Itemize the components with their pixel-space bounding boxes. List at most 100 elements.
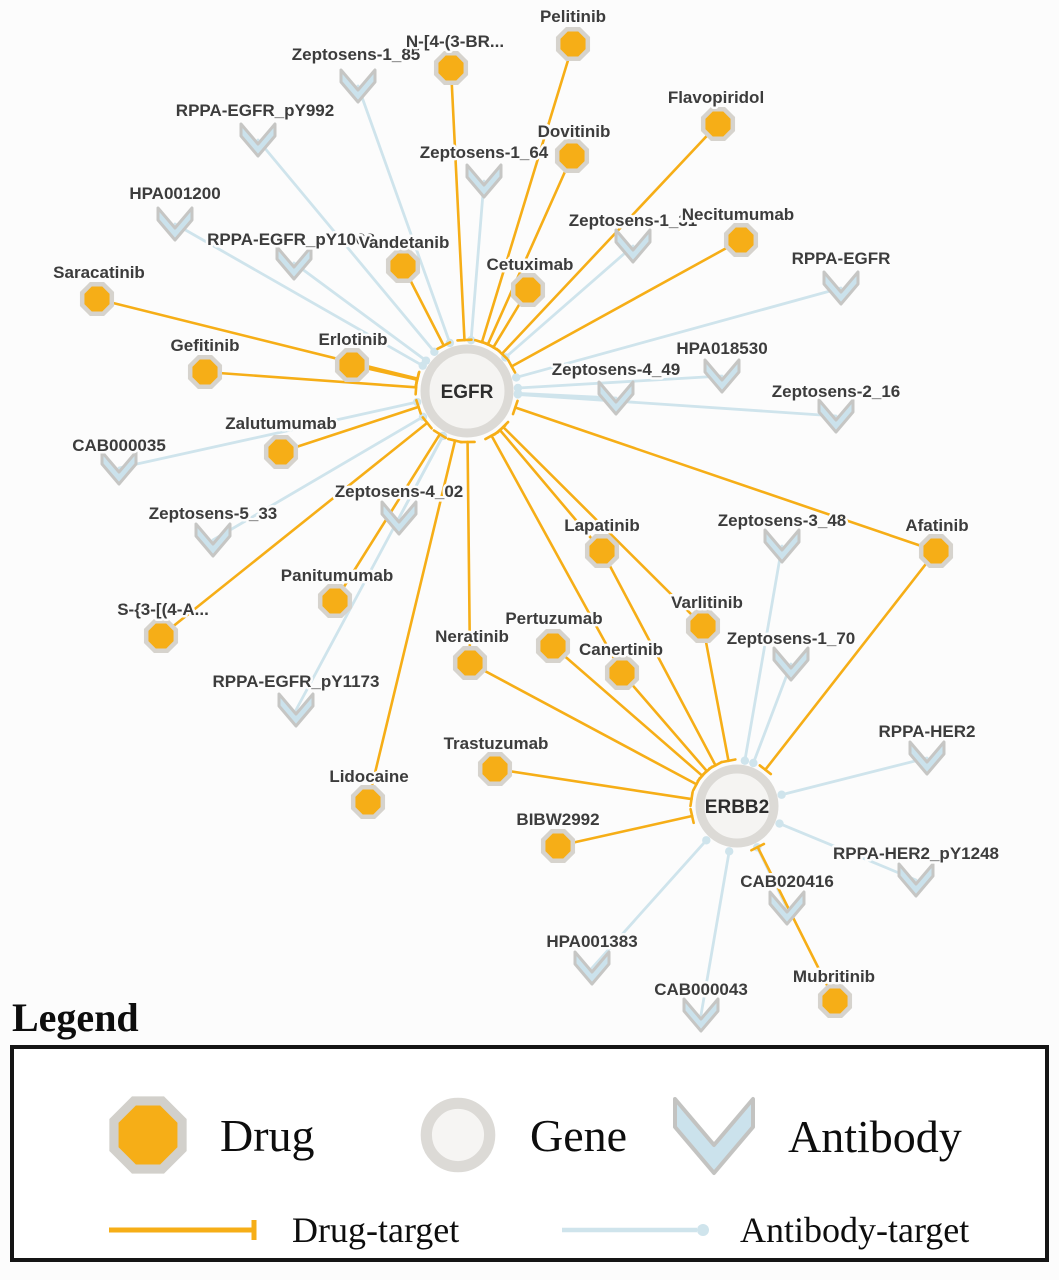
legend-label-drug: Drug [220, 1109, 315, 1161]
antibody-label-zeptosens-4-02: Zeptosens-4_02 [335, 482, 464, 501]
drug-node-trastuzumab[interactable] [477, 751, 513, 787]
antibody-label-hpa018530: HPA018530 [676, 339, 767, 358]
antibody-node-rppa-her2[interactable] [908, 740, 946, 776]
edges-layer [95, 42, 938, 1017]
drug-target-edge [490, 434, 624, 675]
antibody-label-zeptosens-5-33: Zeptosens-5_33 [149, 504, 278, 523]
antibody-node-hpa018530[interactable] [703, 358, 741, 394]
antibody-label-cab000035: CAB000035 [72, 436, 166, 455]
drug-label-pelitinib: Pelitinib [540, 7, 606, 26]
drug-node-bibw2992[interactable] [540, 828, 576, 864]
antibody-label-hpa001383: HPA001383 [546, 932, 637, 951]
antibody-target-edge-icon [562, 1224, 709, 1236]
antibody-label-rppa-egfr-py1068: RPPA-EGFR_pY1068 [207, 230, 375, 249]
antibody-target-edge [292, 261, 428, 363]
antibody-node-zeptosens-5-33[interactable] [194, 522, 232, 558]
antibody-edge-endpoint [775, 819, 784, 828]
drug-node-lidocaine[interactable] [350, 784, 386, 820]
antibody-node-zeptosens-1-31[interactable] [614, 228, 652, 264]
drug-node-cetuximab[interactable] [510, 272, 546, 308]
drug-node-varlitinib[interactable] [685, 608, 721, 644]
drug-label-neratinib: Neratinib [435, 627, 509, 646]
gene-node-egfr[interactable] [420, 344, 514, 438]
drug-node-pertuzumab[interactable] [535, 628, 571, 664]
drug-label-trastuzumab: Trastuzumab [444, 734, 549, 753]
antibody-node-rppa-egfr-py1068[interactable] [275, 245, 313, 281]
drug-node-dovitinib[interactable] [554, 138, 590, 174]
drug-node-erlotinib[interactable] [334, 347, 370, 383]
antibody-node-rppa-egfr[interactable] [822, 270, 860, 306]
drug-target-edge [510, 238, 743, 368]
antibody-node-hpa001383[interactable] [573, 950, 611, 986]
antibody-node-zeptosens-1-85[interactable] [339, 68, 377, 104]
antibody-node-zeptosens-4-49[interactable] [597, 380, 635, 416]
drug-edge-tee [696, 769, 709, 783]
antibody-edge-endpoint [513, 390, 523, 399]
drug-node-saracatinib[interactable] [79, 281, 115, 317]
antibody-node-zeptosens-2-16[interactable] [817, 398, 855, 434]
drug-target-edge [556, 814, 694, 848]
antibody-edge-endpoint [511, 373, 521, 382]
antibody-label-zeptosens-2-16: Zeptosens-2_16 [772, 382, 901, 401]
antibody-node-zeptosens-1-70[interactable] [772, 646, 810, 682]
antibody-target-edge [778, 822, 918, 882]
gene-node-icon [420, 1097, 496, 1173]
drug-target-edge [468, 661, 698, 786]
antibody-node-rppa-egfr-py1173[interactable] [277, 692, 315, 728]
drug-label-s-3-4-a: S-{3-[(4-A... [117, 600, 209, 619]
drug-label-vandetanib: Vandetanib [359, 233, 450, 252]
gene-label-egfr: EGFR [441, 382, 494, 403]
antibody-target-edge [751, 662, 793, 765]
drug-node-canertinib[interactable] [604, 655, 640, 691]
antibody-label-rppa-egfr: RPPA-EGFR [792, 249, 891, 268]
drug-node-panitumumab[interactable] [317, 583, 353, 619]
drug-node-mubritinib[interactable] [817, 983, 853, 1019]
drug-target-edge [501, 425, 705, 628]
antibody-node-rppa-her2-py1248[interactable] [897, 862, 935, 898]
drug-node-n-4-3-br[interactable] [433, 50, 469, 86]
drug-target-edge [551, 644, 704, 778]
drug-node-pelitinib[interactable] [555, 26, 591, 62]
drug-node-flavopiridol[interactable] [700, 106, 736, 142]
drug-node-zalutumumab[interactable] [263, 434, 299, 470]
antibody-node-rppa-egfr-py992[interactable] [239, 122, 277, 158]
labels-layer: Zeptosens-1_85RPPA-EGFR_pY992HPA001200RP… [51, 5, 1002, 1002]
drug-node-icon [109, 1096, 187, 1174]
drug-label-pertuzumab: Pertuzumab [505, 609, 602, 628]
drug-node-vandetanib[interactable] [385, 248, 421, 284]
drug-edge-tee [414, 371, 421, 388]
antibody-target-edge [117, 400, 419, 470]
nodes-layer [79, 26, 954, 1033]
antibody-node-cab020416[interactable] [768, 890, 806, 926]
gene-label-erbb2: ERBB2 [705, 797, 769, 818]
drug-node-gefitinib[interactable] [187, 354, 223, 390]
drug-node-afatinib[interactable] [918, 533, 954, 569]
legend-item-gene: Gene [412, 1089, 627, 1181]
antibody-node-zeptosens-4-02[interactable] [380, 500, 418, 536]
drug-node-necitumumab[interactable] [723, 222, 759, 258]
drug-target-edge [498, 428, 604, 553]
antibody-label-zeptosens-1-31: Zeptosens-1_31 [569, 211, 698, 230]
antibody-node-hpa001200[interactable] [156, 206, 194, 242]
drug-node-lapatinib[interactable] [584, 533, 620, 569]
drug-label-varlitinib: Varlitinib [671, 593, 743, 612]
drug-edge-tee [511, 399, 519, 416]
antibody-target-edge [356, 84, 452, 345]
legend-title: Legend [12, 995, 139, 1040]
antibody-edge-endpoint [421, 356, 431, 365]
gene-node-erbb2[interactable] [695, 764, 779, 848]
antibody-label-zeptosens-4-49: Zeptosens-4_49 [552, 360, 681, 379]
antibody-node-cab000043[interactable] [682, 997, 720, 1033]
antibody-edge-endpoint [740, 756, 750, 765]
drug-label-cetuximab: Cetuximab [487, 255, 574, 274]
drug-node-s-3-4-a[interactable] [143, 618, 179, 654]
drug-node-neratinib[interactable] [452, 645, 488, 681]
antibody-node-cab000035[interactable] [100, 450, 138, 486]
antibody-node-zeptosens-3-48[interactable] [763, 528, 801, 564]
drug-edge-tee [456, 338, 473, 342]
drug-label-canertinib: Canertinib [579, 640, 663, 659]
legend-item-drug: Drug [102, 1089, 315, 1181]
antibody-node-zeptosens-1-64[interactable] [465, 163, 503, 199]
